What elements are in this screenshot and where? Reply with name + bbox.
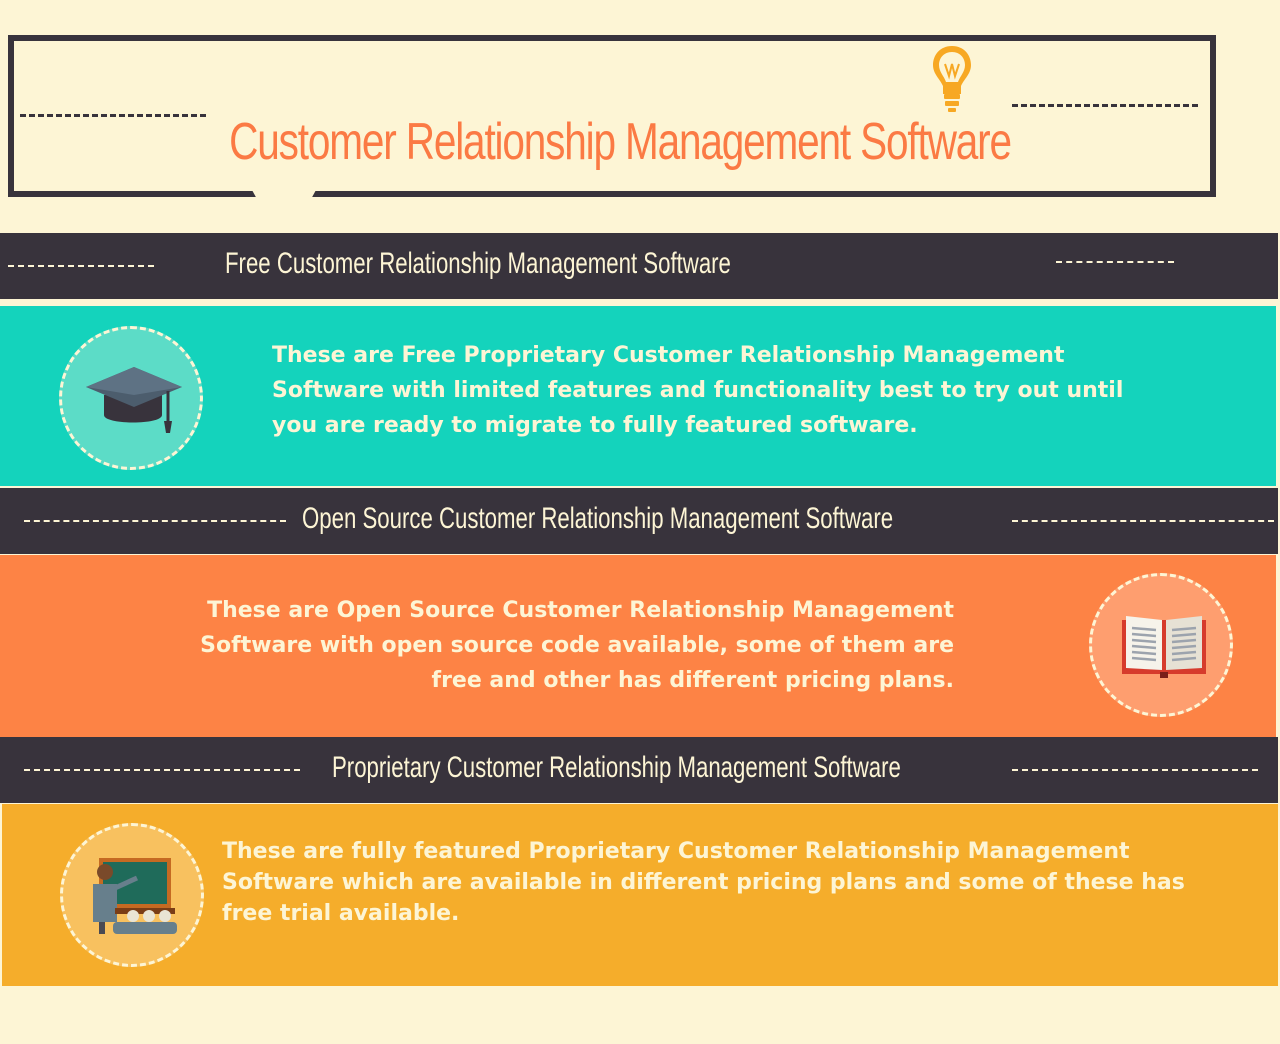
section-description-free: These are Free Proprietary Customer Rela… bbox=[272, 343, 1124, 438]
graduation-cap-badge bbox=[59, 326, 203, 470]
header-dash-right bbox=[1012, 520, 1274, 522]
title-dash-right bbox=[1012, 104, 1198, 107]
section-header-open-source: Open Source Customer Relationship Manage… bbox=[0, 488, 1278, 554]
header-dash-right bbox=[1056, 261, 1174, 263]
section-heading-proprietary: Proprietary Customer Relationship Manage… bbox=[332, 751, 901, 784]
section-heading-open-source: Open Source Customer Relationship Manage… bbox=[302, 502, 894, 535]
section-header-proprietary: Proprietary Customer Relationship Manage… bbox=[0, 737, 1278, 803]
section-description-open-source: These are Open Source Customer Relations… bbox=[200, 598, 954, 693]
section-band-open-source: These are Open Source Customer Relations… bbox=[0, 555, 1276, 737]
page-title: Customer Relationship Management Softwar… bbox=[229, 113, 1012, 171]
section-heading-free: Free Customer Relationship Management So… bbox=[225, 247, 731, 280]
lightbulb-icon bbox=[933, 46, 971, 112]
section-description-proprietary: These are fully featured Proprietary Cus… bbox=[222, 839, 1185, 926]
header-dash-right bbox=[1012, 769, 1258, 771]
section-band-proprietary: These are fully featured Proprietary Cus… bbox=[2, 804, 1278, 986]
header-dash-left bbox=[8, 265, 154, 267]
teacher-classroom-badge bbox=[60, 823, 204, 967]
title-frame-notch bbox=[252, 190, 316, 204]
open-book-badge bbox=[1089, 573, 1233, 717]
section-header-free: Free Customer Relationship Management So… bbox=[0, 233, 1278, 299]
teacher-classroom-icon bbox=[93, 858, 177, 934]
open-book-icon bbox=[1122, 616, 1206, 678]
header-dash-left bbox=[24, 769, 300, 771]
title-dash-left bbox=[20, 114, 206, 117]
section-band-free: These are Free Proprietary Customer Rela… bbox=[0, 306, 1276, 486]
graduation-cap-icon bbox=[86, 367, 182, 433]
header-dash-left bbox=[24, 520, 286, 522]
title-frame bbox=[8, 35, 1216, 197]
